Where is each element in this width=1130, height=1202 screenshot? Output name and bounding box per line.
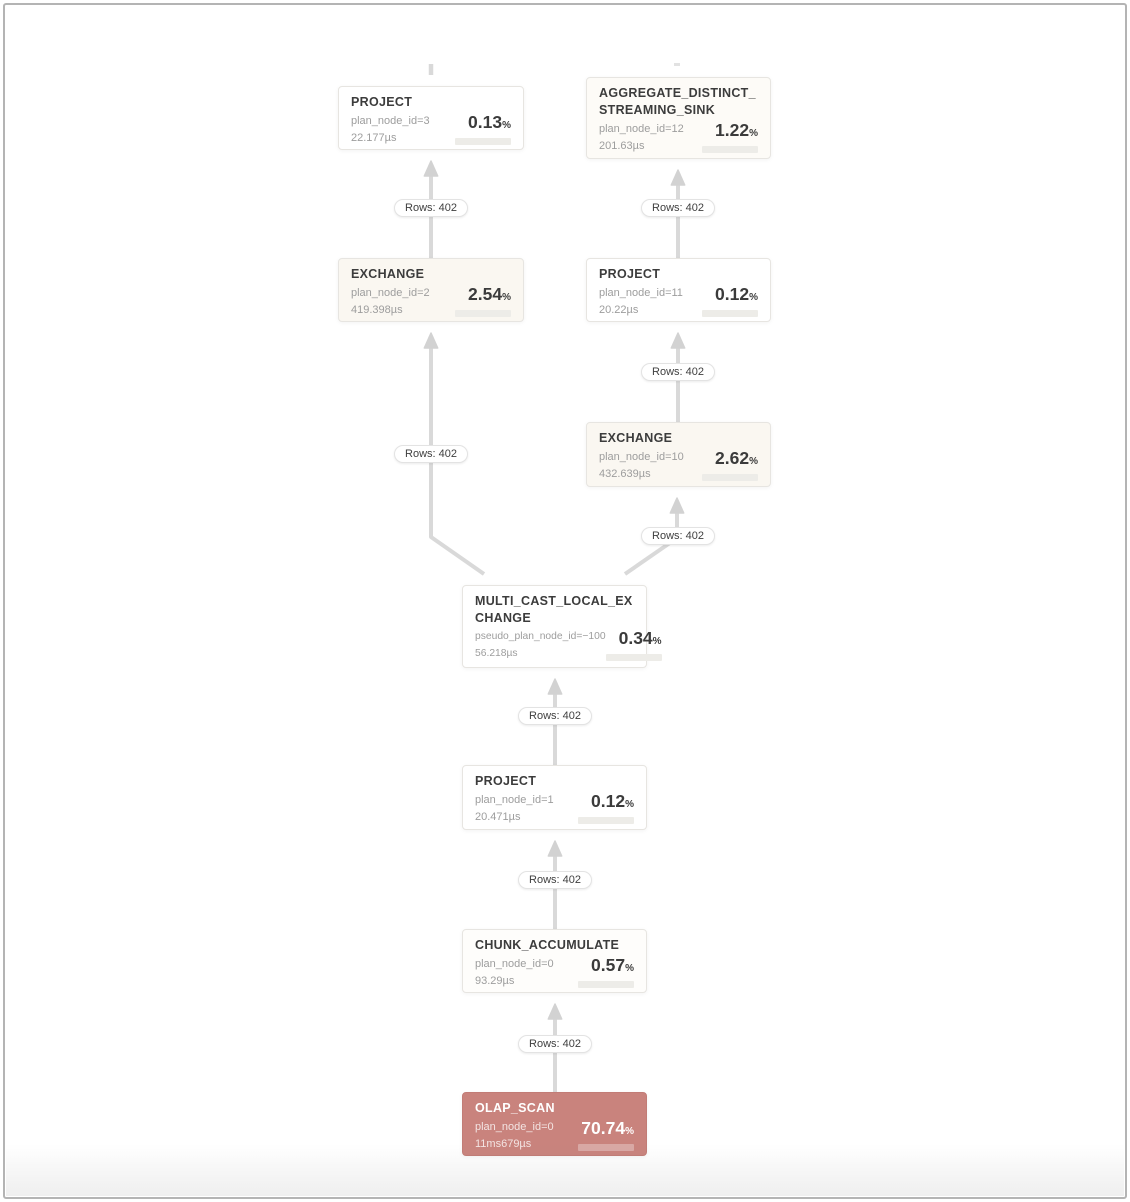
- arrow-up-icon: [670, 169, 686, 186]
- plan-node-project-1[interactable]: PROJECT plan_node_id=1 20.471µs 0.12%: [462, 765, 647, 830]
- plan-node-exchange-2[interactable]: EXCHANGE plan_node_id=2 419.398µs 2.54%: [338, 258, 524, 322]
- node-usage-bar: [578, 1144, 634, 1151]
- node-title: EXCHANGE: [351, 267, 425, 281]
- arrow-up-icon: [547, 678, 563, 695]
- node-title: EXCHANGE: [599, 431, 673, 445]
- node-percent: 2.62%: [715, 448, 758, 468]
- node-usage-bar: [455, 138, 511, 145]
- node-time: 419.398µs: [351, 303, 403, 316]
- node-title: PROJECT: [599, 267, 661, 281]
- node-title: AGGREGATE_DISTINCT_STREAMING_SINK: [599, 86, 756, 117]
- edge-line: [429, 347, 486, 576]
- node-plan-id: plan_node_id=2: [351, 287, 430, 299]
- rows-badge: Rows: 402: [518, 1035, 592, 1053]
- plan-node-project-3[interactable]: PROJECT plan_node_id=3 22.177µs 0.13%: [338, 86, 524, 150]
- node-plan-id: plan_node_id=11: [599, 287, 683, 299]
- arrow-up-icon: [423, 332, 439, 349]
- node-usage-bar: [702, 474, 758, 481]
- node-plan-id: plan_node_id=0: [475, 958, 554, 970]
- node-time: 432.639µs: [599, 467, 651, 480]
- rows-badge: Rows: 402: [518, 871, 592, 889]
- node-time: 93.29µs: [475, 974, 515, 987]
- plan-node-olap-scan-0[interactable]: OLAP_SCAN plan_node_id=0 11ms679µs 70.74…: [462, 1092, 647, 1156]
- node-percent: 0.34%: [618, 628, 662, 648]
- rows-badge: Rows: 402: [641, 363, 715, 381]
- arrow-up-icon: [547, 840, 563, 857]
- node-percent: 2.54%: [468, 284, 511, 304]
- arrow-up-icon: [423, 160, 439, 177]
- node-title: OLAP_SCAN: [475, 1101, 555, 1115]
- plan-node-project-11[interactable]: PROJECT plan_node_id=11 20.22µs 0.12%: [586, 258, 771, 322]
- rows-badge: Rows: 402: [518, 707, 592, 725]
- node-usage-bar: [578, 981, 634, 988]
- rows-badge: Rows: 402: [641, 527, 715, 545]
- node-plan-id: pseudo_plan_node_id=−100: [475, 631, 606, 642]
- node-percent: 1.22%: [715, 120, 758, 140]
- arrow-up-icon: [670, 332, 686, 349]
- node-time: 20.22µs: [599, 303, 639, 316]
- node-title: PROJECT: [351, 95, 413, 109]
- node-percent: 0.12%: [591, 791, 634, 811]
- rows-badge: Rows: 402: [394, 199, 468, 217]
- plan-node-chunk-accumulate-0[interactable]: CHUNK_ACCUMULATE plan_node_id=0 93.29µs …: [462, 929, 647, 993]
- node-usage-bar: [702, 146, 758, 153]
- node-usage-bar: [702, 310, 758, 317]
- node-percent: 70.74%: [581, 1118, 634, 1138]
- node-title: PROJECT: [475, 774, 537, 788]
- rows-badge: Rows: 402: [394, 445, 468, 463]
- node-title: MULTI_CAST_LOCAL_EXCHANGE: [475, 594, 633, 625]
- rows-badge: Rows: 402: [641, 199, 715, 217]
- node-plan-id: plan_node_id=1: [475, 794, 554, 806]
- node-percent: 0.57%: [591, 955, 634, 975]
- node-plan-id: plan_node_id=0: [475, 1121, 554, 1133]
- arrow-up-icon: [669, 497, 685, 514]
- node-percent: 0.12%: [715, 284, 758, 304]
- node-plan-id: plan_node_id=10: [599, 451, 684, 463]
- node-time: 201.63µs: [599, 139, 645, 152]
- node-plan-id: plan_node_id=12: [599, 123, 684, 135]
- plan-node-multi-cast-local-exchange[interactable]: MULTI_CAST_LOCAL_EXCHANGE pseudo_plan_no…: [462, 585, 662, 668]
- node-usage-bar: [605, 654, 662, 661]
- node-title: CHUNK_ACCUMULATE: [475, 938, 620, 952]
- plan-node-exchange-10[interactable]: EXCHANGE plan_node_id=10 432.639µs 2.62%: [586, 422, 771, 487]
- node-time: 22.177µs: [351, 131, 397, 144]
- node-usage-bar: [578, 817, 634, 824]
- node-time: 20.471µs: [475, 810, 521, 823]
- arrow-up-icon: [547, 1003, 563, 1020]
- plan-node-aggregate-distinct-streaming-sink-12[interactable]: AGGREGATE_DISTINCT_STREAMING_SINK plan_n…: [586, 77, 771, 159]
- node-time: 11ms679µs: [475, 1137, 532, 1150]
- node-percent: 0.13%: [468, 112, 511, 132]
- node-plan-id: plan_node_id=3: [351, 115, 430, 127]
- node-time: 56.218µs: [475, 647, 518, 659]
- node-usage-bar: [455, 310, 511, 317]
